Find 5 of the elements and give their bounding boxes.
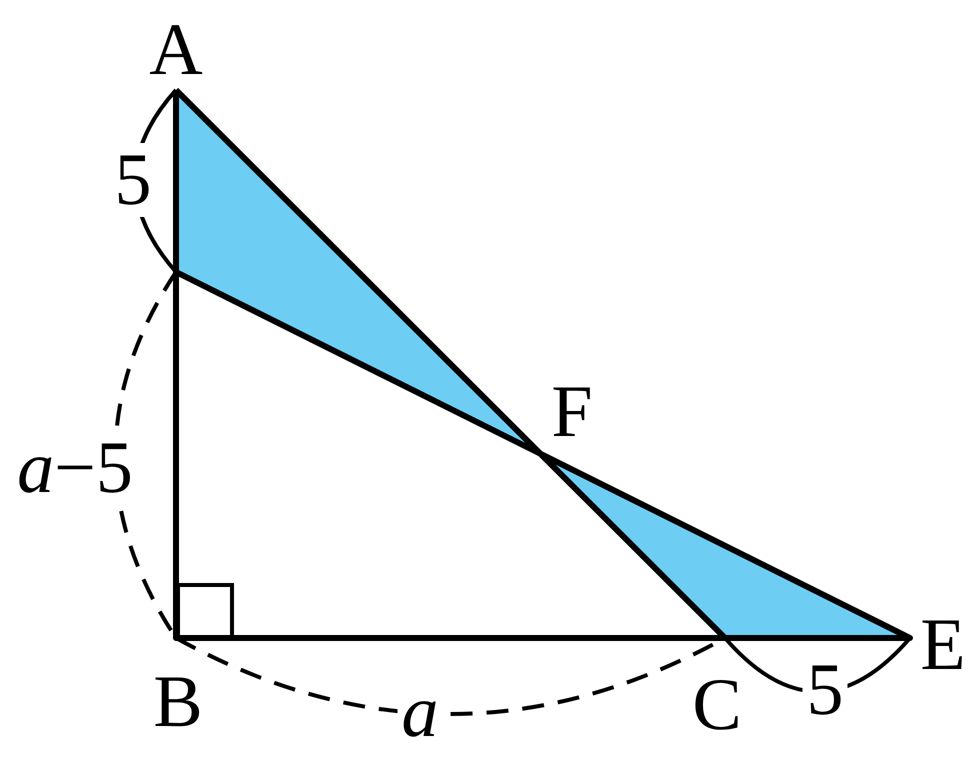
- point-label: A: [148, 13, 204, 87]
- point-label: B: [152, 665, 204, 739]
- point-label: F: [550, 375, 594, 449]
- point-label: C: [691, 668, 743, 742]
- point-label: E: [919, 608, 967, 682]
